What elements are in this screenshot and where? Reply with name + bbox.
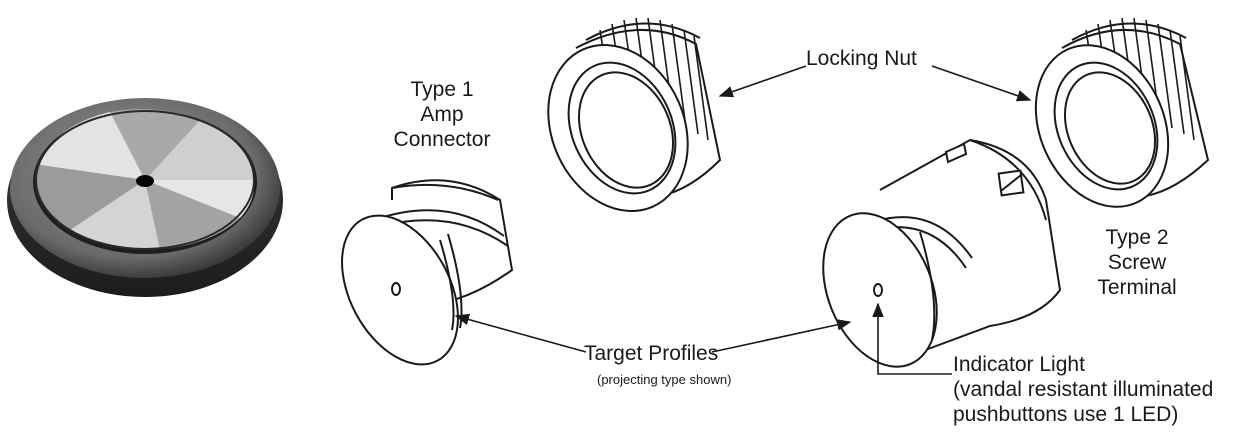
type1-line-1: Type 1	[410, 78, 474, 101]
type1-line-2: Amp	[420, 102, 464, 126]
leader-lines	[454, 65, 1032, 375]
indicator-line-1: Indicator Light	[953, 353, 1085, 376]
arrow-indicator-light	[872, 302, 952, 375]
type2-line-3: Terminal	[1097, 275, 1177, 299]
arrow-locking-nut-left	[718, 65, 807, 98]
type1-connector-label: Type 1 Amp Connector	[392, 78, 492, 152]
type1-line-3: Connector	[393, 127, 491, 151]
target-profiles-label: Target Profiles	[584, 342, 719, 365]
type2-terminal-drawing	[822, 138, 1062, 368]
indicator-line-3: pushbuttons use 1 LED)	[953, 402, 1179, 426]
type2-line-2: Screw	[1107, 250, 1167, 274]
target-profiles-note: (projecting type shown)	[597, 372, 732, 387]
locking-nut-label: Locking Nut	[806, 47, 917, 70]
arrow-target-profile-right	[711, 319, 852, 353]
type2-terminal-label: Type 2 Screw Terminal	[1082, 226, 1192, 300]
locking-nut-right-drawing	[1034, 17, 1210, 208]
locking-nut-left-drawing	[547, 17, 722, 213]
metal-button-photo	[7, 98, 283, 297]
arrow-target-profile-left	[454, 313, 587, 353]
arrow-locking-nut-right	[931, 65, 1032, 102]
type2-line-1: Type 2	[1105, 226, 1169, 249]
indicator-light-label: Indicator Light (vandal resistant illumi…	[953, 353, 1213, 427]
indicator-line-2: (vandal resistant illuminated	[953, 377, 1214, 401]
type1-connector-drawing	[341, 179, 514, 366]
